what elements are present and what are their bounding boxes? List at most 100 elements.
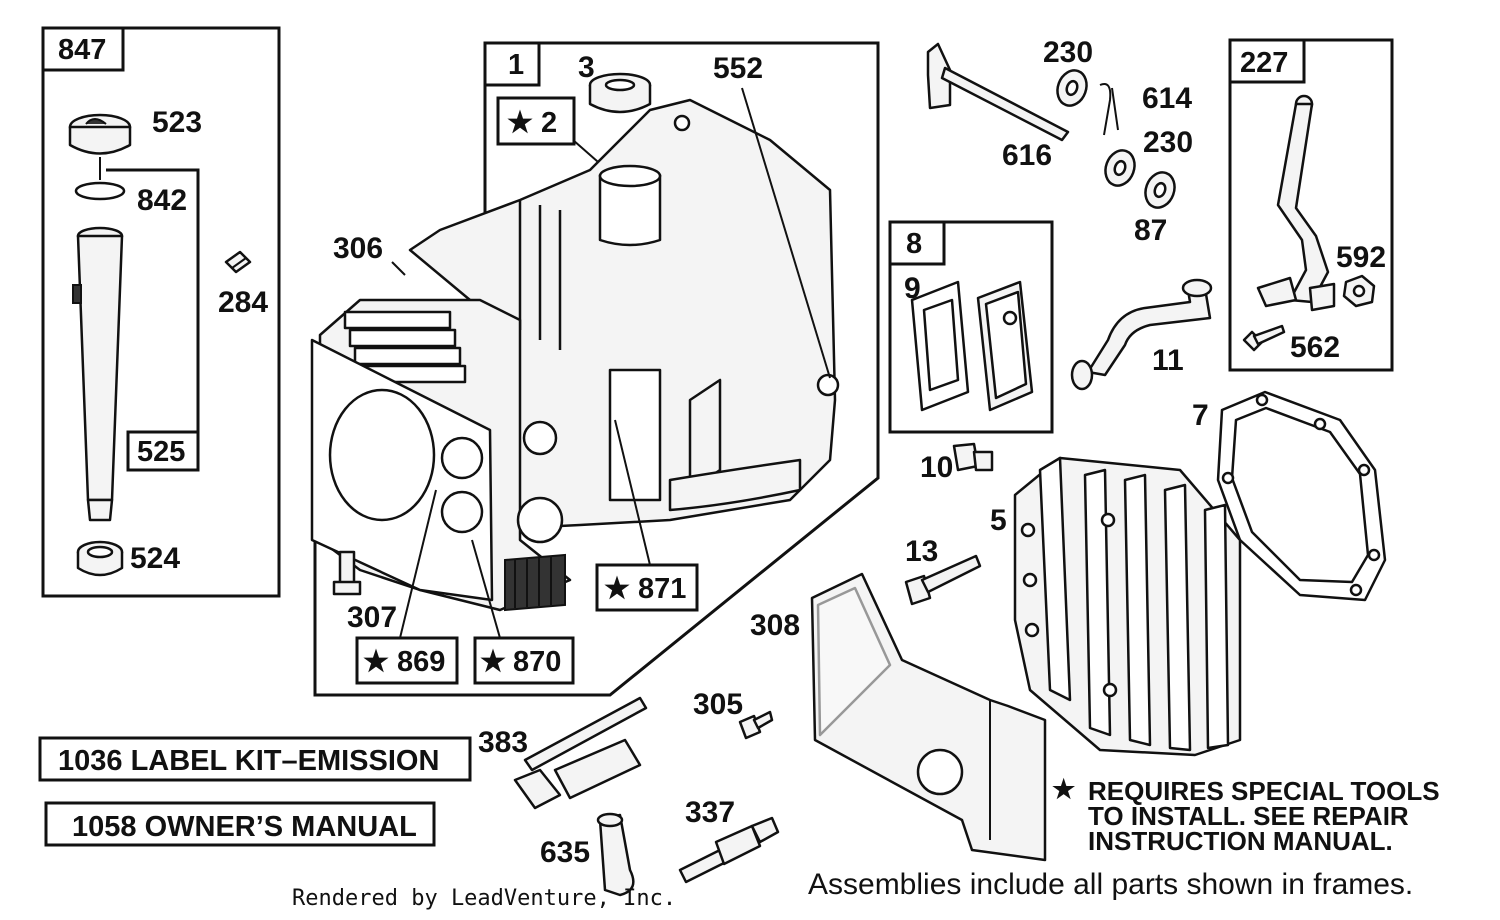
frame-525-tag (126, 430, 200, 472)
breather-cover-part[interactable] (976, 280, 1034, 412)
callout-230b: 230 (1143, 126, 1193, 159)
special-871-box[interactable] (595, 563, 699, 612)
seal-3-part[interactable] (588, 72, 652, 114)
breaker-bar-part[interactable] (513, 696, 648, 810)
callout-284: 284 (218, 286, 268, 319)
frame-8-tag (888, 220, 946, 266)
frame-1-label: 1 (508, 49, 524, 81)
callout-616: 616 (1002, 139, 1052, 172)
callout-10: 10 (920, 451, 953, 484)
dipstick-tube-part[interactable] (72, 226, 124, 522)
callout-305: 305 (693, 688, 743, 721)
callout-13: 13 (905, 535, 938, 568)
screw-10-part[interactable] (952, 442, 994, 472)
special-2-star: ★ (507, 107, 533, 139)
special-871-label: 871 (638, 573, 686, 605)
label-kit-text: 1036 LABEL KIT–EMISSION (58, 745, 439, 777)
governor-lever-part[interactable] (1256, 94, 1336, 312)
head-bolt-part[interactable] (904, 554, 982, 606)
screw-307-part[interactable] (332, 550, 362, 596)
seal-524-part[interactable] (76, 540, 124, 577)
special-tools-line3: INSTRUCTION MANUAL. (1088, 826, 1393, 856)
dipstick-cap-part[interactable] (68, 113, 132, 180)
frame-227-tag (1228, 38, 1306, 84)
frame-525-label: 525 (137, 436, 185, 468)
special-869-star: ★ (363, 646, 389, 678)
callout-11: 11 (1152, 344, 1184, 377)
frame-847-label: 847 (58, 34, 106, 66)
callout-308: 308 (750, 609, 800, 642)
special-869-label: 869 (397, 646, 445, 678)
frame-1-group: 1 ★ 2 3 (310, 41, 880, 697)
frame-847-tag (41, 26, 125, 72)
cylinder-head-part[interactable] (1013, 456, 1242, 757)
frame-227-label: 227 (1240, 47, 1288, 79)
callout-307: 307 (347, 601, 397, 634)
frame-847 (41, 26, 281, 598)
leader-871 (614, 419, 651, 566)
leader-869 (399, 489, 437, 639)
washer-230b-part[interactable] (1101, 146, 1140, 189)
callout-635: 635 (540, 836, 590, 869)
callout-552: 552 (713, 52, 763, 85)
label-kit-box[interactable] (38, 736, 472, 782)
special-2-box[interactable] (496, 96, 576, 146)
callout-5: 5 (990, 504, 1007, 537)
owners-manual-text: 1058 OWNER’S MANUAL (72, 811, 417, 843)
frame-8-group: 8 9 (888, 220, 1054, 434)
leader-552 (741, 87, 831, 379)
nut-592-part[interactable] (1342, 274, 1376, 308)
governor-shaft-part[interactable] (926, 42, 1070, 142)
callout-383: 383 (478, 726, 528, 759)
callout-337: 337 (685, 796, 735, 829)
credit-line: Rendered by LeadVenture, Inc. (292, 886, 676, 911)
leader-870 (471, 539, 501, 639)
callout-562: 562 (1290, 331, 1340, 364)
o-ring-part[interactable] (74, 181, 126, 201)
breather-gasket-part[interactable] (910, 280, 970, 412)
special-tools-line2: TO INSTALL. SEE REPAIR (1088, 801, 1409, 831)
screw-562-part[interactable] (1242, 324, 1286, 352)
frame-8-label: 8 (906, 228, 922, 260)
callout-592: 592 (1336, 241, 1386, 274)
callout-842: 842 (137, 184, 187, 217)
screw-284-part[interactable] (224, 250, 252, 274)
head-gasket-part[interactable] (1216, 390, 1387, 602)
callout-87: 87 (1134, 214, 1167, 247)
frame-1-tag (483, 41, 541, 87)
frame-8 (888, 220, 1054, 434)
callout-7: 7 (1192, 399, 1209, 432)
frame-847-group: 847 525 523 842 284 (41, 26, 281, 598)
spark-plug-part[interactable] (678, 816, 780, 884)
callout-524: 524 (130, 542, 180, 575)
cylinder-part[interactable] (310, 298, 572, 612)
special-870-star: ★ (480, 646, 506, 678)
assemblies-note: Assemblies include all parts shown in fr… (808, 868, 1413, 901)
callout-306: 306 (333, 232, 383, 265)
special-tools-line1: REQUIRES SPECIAL TOOLS (1088, 776, 1440, 806)
frame-227 (1228, 38, 1394, 372)
special-869-box[interactable] (355, 636, 459, 685)
callout-523: 523 (152, 106, 202, 139)
washer-87-part[interactable] (1141, 168, 1180, 211)
callout-9: 9 (904, 272, 921, 305)
owners-manual-box[interactable] (44, 801, 436, 847)
washer-230a-part[interactable] (1053, 66, 1092, 109)
special-870-box[interactable] (473, 636, 575, 685)
breather-tube-part[interactable] (1070, 278, 1213, 391)
screw-305-part[interactable] (738, 710, 774, 740)
special-871-star: ★ (604, 573, 630, 605)
hairpin-614-part[interactable] (1099, 83, 1119, 136)
special-870-label: 870 (513, 646, 561, 678)
special-tools-star: ★ (1052, 774, 1076, 804)
air-guide-part[interactable] (810, 572, 1047, 862)
frame-227-group: 227 592 562 (1228, 38, 1394, 372)
callout-230a: 230 (1043, 36, 1093, 69)
special-2-label: 2 (541, 107, 557, 139)
frame-1 (313, 41, 880, 697)
leader-306 (391, 261, 406, 276)
spark-plug-boot-part[interactable] (596, 812, 635, 897)
callout-614: 614 (1142, 82, 1192, 115)
callout-3: 3 (578, 51, 595, 84)
